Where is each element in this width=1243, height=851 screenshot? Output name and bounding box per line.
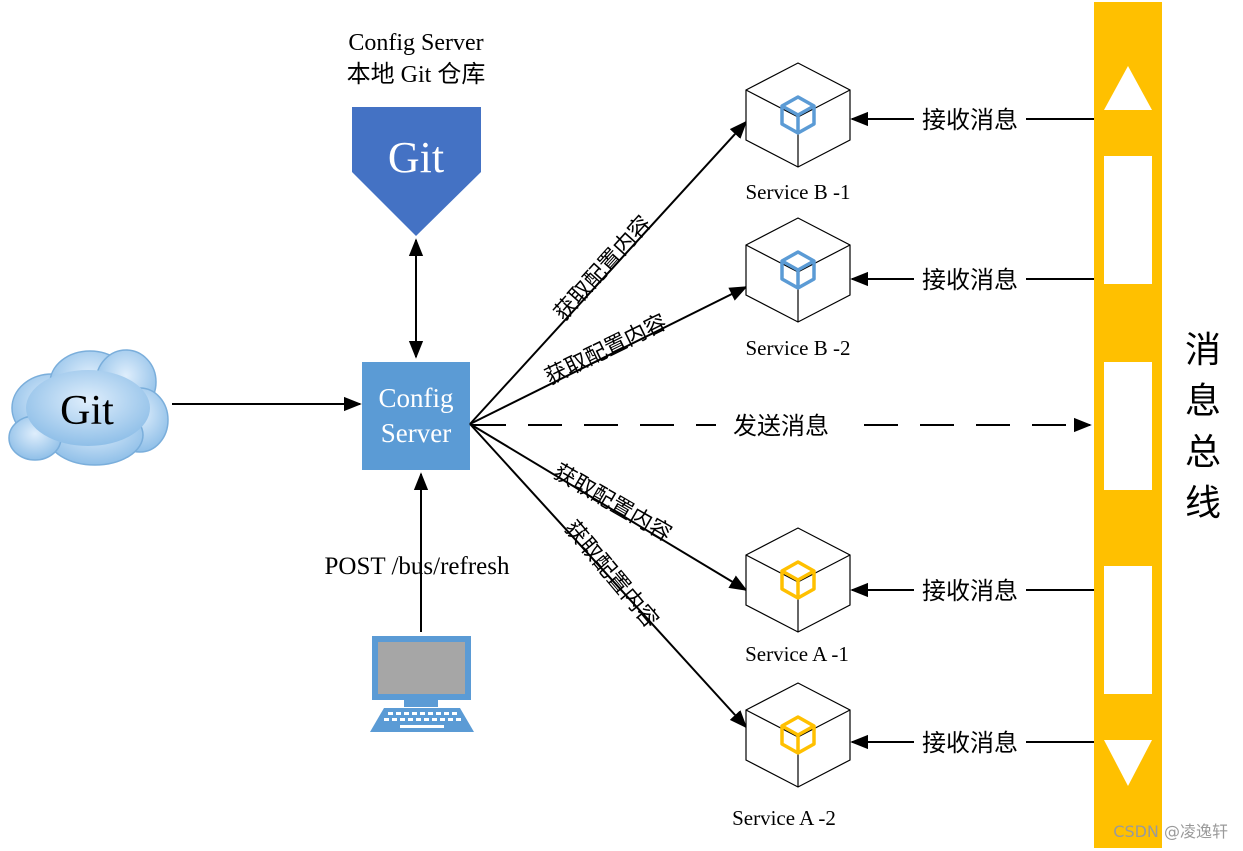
bus-slot (1104, 362, 1152, 490)
service-name: Service A -2 (732, 806, 836, 830)
service-b1: Service B -1 (745, 62, 851, 204)
service-b2: Service B -2 (745, 217, 851, 360)
config-server-box (362, 362, 470, 470)
bus-label-char: 线 (1185, 483, 1221, 524)
send-message-label: 发送消息 (733, 412, 829, 440)
receive-label: 接收消息 (922, 106, 1018, 134)
receive-label: 接收消息 (922, 577, 1018, 605)
config-server: Config Server (362, 362, 470, 470)
inner-cube-icon (780, 95, 816, 135)
bus-label-char: 总 (1185, 432, 1221, 473)
service-name: Service B -1 (746, 180, 851, 204)
config-server-line2: Server (381, 418, 451, 448)
bus-up-arrow-icon (1104, 66, 1152, 110)
service-name: Service A -1 (745, 642, 849, 666)
inner-cube-icon (780, 715, 816, 755)
local-git-label: Git (388, 133, 444, 182)
receive-label: 接收消息 (922, 729, 1018, 757)
computer-icon (370, 636, 474, 732)
bus-down-arrow-icon (1104, 740, 1152, 786)
receive-arrows (850, 111, 1094, 750)
bus-label-char: 消 (1185, 330, 1221, 371)
bus-slot (1104, 156, 1152, 284)
remote-git-label: Git (60, 388, 114, 434)
git-repo-shape (352, 107, 481, 236)
service-a1: Service A -1 (745, 527, 851, 666)
watermark: CSDN @凌逸轩 (1113, 822, 1228, 841)
fetch-label-b2: 获取配置内容 (541, 310, 671, 390)
bus-slot (1104, 566, 1152, 694)
local-git-title-line2: 本地 Git 仓库 (347, 61, 486, 88)
fetch-arrows (469, 120, 748, 729)
post-refresh-label: POST /bus/refresh (325, 553, 510, 580)
remote-git-cloud: Git (8, 349, 169, 466)
fetch-label-b1: 获取配置内容 (550, 211, 657, 326)
service-name: Service B -2 (746, 336, 851, 360)
inner-cube-icon (780, 560, 816, 600)
receive-label: 接收消息 (922, 266, 1018, 294)
config-server-line1: Config (378, 383, 453, 413)
inner-cube-icon (780, 250, 816, 290)
message-bus (1094, 2, 1162, 848)
service-a2: Service A -2 (732, 682, 851, 830)
bus-label-char: 息 (1185, 381, 1221, 422)
cloud-icon (8, 349, 169, 466)
local-git-title-line1: Config Server (348, 30, 483, 56)
local-git-repo: Config Server 本地 Git 仓库 Git (347, 30, 486, 236)
